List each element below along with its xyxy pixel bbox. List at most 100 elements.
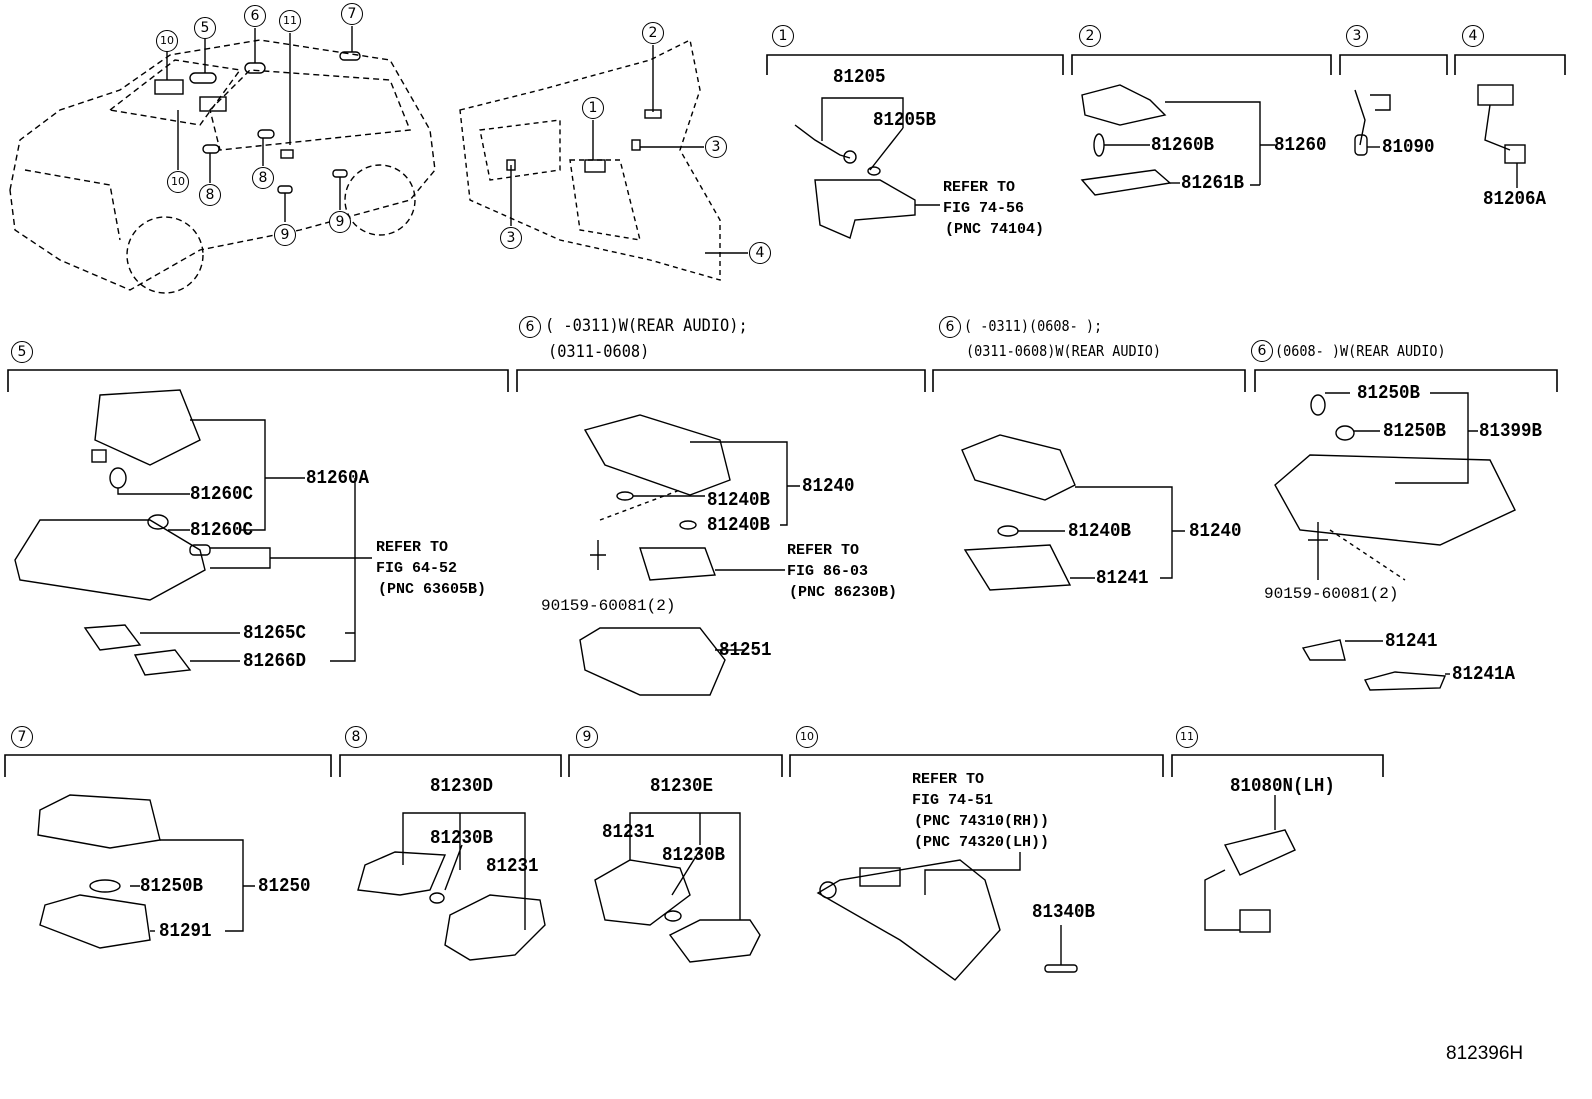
part-label[interactable]: 81266D <box>243 650 306 672</box>
section-2-drawing <box>1080 84 1275 196</box>
reference-figure-link[interactable]: FIG 74-56 <box>943 200 1025 217</box>
part-label[interactable]: 81241 <box>1096 567 1149 589</box>
section-marker-5: 5 <box>11 341 33 363</box>
part-label[interactable]: 90159-60081(2) <box>541 597 676 615</box>
reference-line: REFER TO <box>376 539 449 556</box>
callout-11: 11 <box>279 10 301 32</box>
part-label[interactable]: 81250B <box>140 875 203 897</box>
part-label[interactable]: 81250B <box>1383 420 1446 442</box>
section-3-4-drawing <box>1354 84 1526 188</box>
part-label[interactable]: 81251 <box>719 639 772 661</box>
part-label[interactable]: 81230B <box>662 844 725 866</box>
section-marker-10: 10 <box>796 726 818 748</box>
part-label[interactable]: 90159-60081(2) <box>1264 585 1399 603</box>
section-marker-3: 3 <box>1346 25 1368 47</box>
part-label[interactable]: 81260C <box>190 483 253 505</box>
callout-9: 9 <box>329 211 351 233</box>
overview-parts <box>154 26 361 222</box>
section-6b-condition-1: ( -0311)(0608- ); <box>964 317 1103 335</box>
part-label[interactable]: 81231 <box>486 855 539 877</box>
section-6a-condition-2: (0311-0608) <box>548 342 650 362</box>
callout-5: 5 <box>194 17 216 39</box>
part-label[interactable]: 81250B <box>1357 382 1420 404</box>
part-label[interactable]: 81230E <box>650 775 713 797</box>
reference-pnc: (PNC 74310(RH)) <box>914 813 1050 830</box>
part-label[interactable]: 81230D <box>430 775 493 797</box>
part-label[interactable]: 81205B <box>873 109 936 131</box>
section-marker-9: 9 <box>576 726 598 748</box>
section-1-drawing <box>794 97 940 239</box>
section-marker-8: 8 <box>345 726 367 748</box>
part-label[interactable]: 81260C <box>190 519 253 541</box>
dashboard-leaders <box>506 45 748 254</box>
reference-pnc: (PNC 86230B) <box>789 584 898 601</box>
part-label[interactable]: 81260B <box>1151 134 1214 156</box>
dashboard-overview-drawing <box>459 38 721 281</box>
reference-figure-link[interactable]: FIG 74-51 <box>912 792 994 809</box>
section-10-drawing <box>816 852 1078 981</box>
reference-line: REFER TO <box>912 771 985 788</box>
callout-10: 10 <box>167 171 189 193</box>
reference-line: REFER TO <box>787 542 860 559</box>
section-7-drawing <box>37 794 255 949</box>
part-label[interactable]: 81265C <box>243 622 306 644</box>
section-marker-7: 7 <box>11 726 33 748</box>
part-label[interactable]: 81231 <box>602 821 655 843</box>
callout-2: 2 <box>642 22 664 44</box>
part-label[interactable]: 81240B <box>707 489 770 511</box>
section-marker-11: 11 <box>1176 726 1198 748</box>
callout-6: 6 <box>244 5 266 27</box>
part-label[interactable]: 81206A <box>1483 188 1546 210</box>
section-marker-6c: 6 <box>1251 340 1273 362</box>
section-6b-drawing <box>961 434 1185 591</box>
part-label[interactable]: 81241A <box>1452 663 1515 685</box>
section-9-drawing <box>594 812 761 963</box>
reference-pnc: (PNC 74320(LH)) <box>914 834 1050 851</box>
callout-7: 7 <box>341 3 363 25</box>
part-label[interactable]: 81241 <box>1385 630 1438 652</box>
section-marker-1: 1 <box>772 25 794 47</box>
part-label[interactable]: 81205 <box>833 66 886 88</box>
section-6c-drawing <box>1274 392 1516 691</box>
section-11-drawing <box>1204 795 1296 933</box>
callout-8: 8 <box>252 167 274 189</box>
section-marker-6a: 6 <box>519 316 541 338</box>
reference-pnc: (PNC 63605B) <box>378 581 487 598</box>
section-5-drawing <box>14 389 372 676</box>
part-label[interactable]: 81240B <box>1068 520 1131 542</box>
section-6a-condition-1: ( -0311)W(REAR AUDIO); <box>545 316 748 336</box>
section-6a-drawing <box>579 414 800 696</box>
section-marker-4: 4 <box>1462 25 1484 47</box>
reference-line: REFER TO <box>943 179 1016 196</box>
part-label[interactable]: 81240 <box>1189 520 1242 542</box>
callout-9: 9 <box>274 224 296 246</box>
part-label[interactable]: 81240B <box>707 514 770 536</box>
callout-3: 3 <box>500 227 522 249</box>
part-label[interactable]: 81340B <box>1032 901 1095 923</box>
reference-pnc: (PNC 74104) <box>945 221 1045 238</box>
section-8-drawing <box>357 812 546 961</box>
callout-1: 1 <box>582 97 604 119</box>
section-6b-condition-2: (0311-0608)W(REAR AUDIO) <box>966 342 1162 360</box>
vehicle-overview-drawing <box>9 39 436 294</box>
section-marker-6b: 6 <box>939 316 961 338</box>
part-label[interactable]: 81240 <box>802 475 855 497</box>
part-label[interactable]: 81230B <box>430 827 493 849</box>
part-label[interactable]: 81291 <box>159 920 212 942</box>
diagram-code: 812396H <box>1446 1043 1524 1064</box>
reference-figure-link[interactable]: FIG 86-03 <box>787 563 869 580</box>
section-brackets <box>4 54 1566 777</box>
reference-figure-link[interactable]: FIG 64-52 <box>376 560 458 577</box>
part-label[interactable]: 81250 <box>258 875 311 897</box>
callout-3: 3 <box>705 136 727 158</box>
part-label[interactable]: 81399B <box>1479 420 1542 442</box>
part-label[interactable]: 81090 <box>1382 136 1435 158</box>
callout-8: 8 <box>199 184 221 206</box>
callout-4: 4 <box>749 242 771 264</box>
section-6c-condition: (0608- )W(REAR AUDIO) <box>1275 342 1446 360</box>
part-label[interactable]: 81080N(LH) <box>1230 775 1335 797</box>
part-label[interactable]: 81260 <box>1274 134 1327 156</box>
part-label[interactable]: 81261B <box>1181 172 1244 194</box>
part-label[interactable]: 81260A <box>306 467 369 489</box>
